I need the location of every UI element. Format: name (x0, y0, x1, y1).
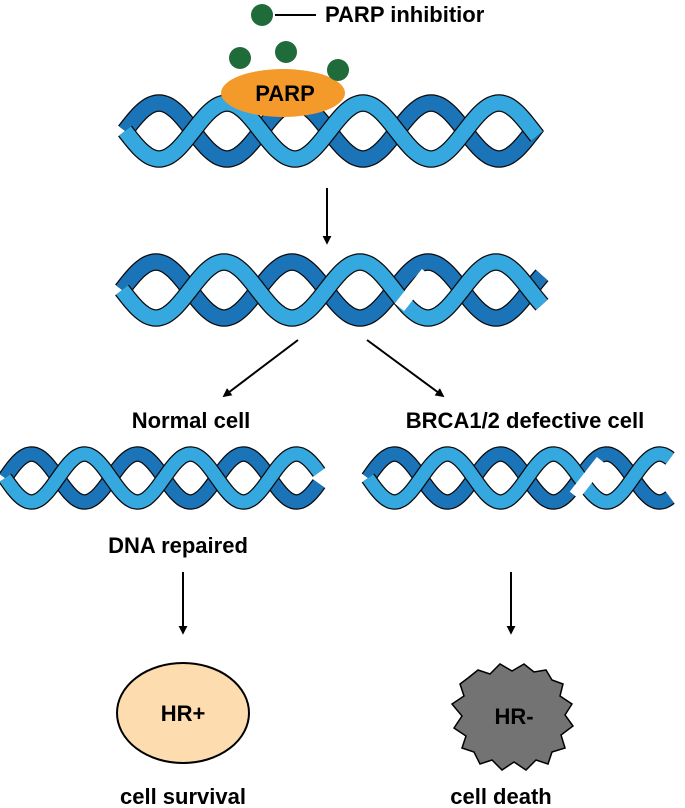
hr-positive-label: HR+ (161, 701, 206, 726)
inhibitor-legend-dot (251, 4, 273, 26)
dna-strand-front (119, 95, 543, 167)
dna-strand-break (394, 268, 432, 312)
parp-enzyme-body (221, 69, 345, 117)
dna-strand-front (116, 254, 548, 326)
dying-cell-body (450, 663, 575, 771)
dna-helix-top (118, 94, 544, 168)
dna-helix-brca-broken (361, 446, 675, 510)
dna-strand-break (569, 456, 607, 500)
arrow-to-normal (222, 339, 299, 398)
hr-negative-label: HR- (494, 704, 533, 729)
inhibitor-legend: PARP inhibitior (251, 2, 485, 27)
normal-cell-heading: Normal cell (132, 408, 251, 433)
inhibitor-bound-2 (275, 41, 297, 63)
defective-cell-heading: BRCA1/2 defective cell (406, 408, 644, 433)
dna-helix-normal-repaired (0, 446, 326, 510)
inhibitor-bound-1 (229, 47, 251, 69)
surviving-cell: HR+ (116, 662, 250, 764)
parp-label: PARP (255, 81, 315, 106)
inhibitor-bound-3 (327, 59, 349, 81)
dna-strand-front (0, 447, 325, 509)
parp-enzyme: PARP (221, 41, 349, 117)
dna-helix-middle (115, 253, 549, 327)
inhibitor-legend-label: PARP inhibitior (325, 2, 485, 27)
arrow-to-defective (366, 339, 445, 398)
dying-cell: HR- (450, 663, 575, 771)
dna-strand-break (426, 118, 448, 144)
outcome-death: cell death (450, 784, 551, 808)
surviving-cell-body (116, 662, 250, 764)
dna-repaired-label: DNA repaired (108, 533, 248, 558)
outcome-survival: cell survival (120, 784, 246, 808)
dna-strand-front (362, 447, 674, 509)
